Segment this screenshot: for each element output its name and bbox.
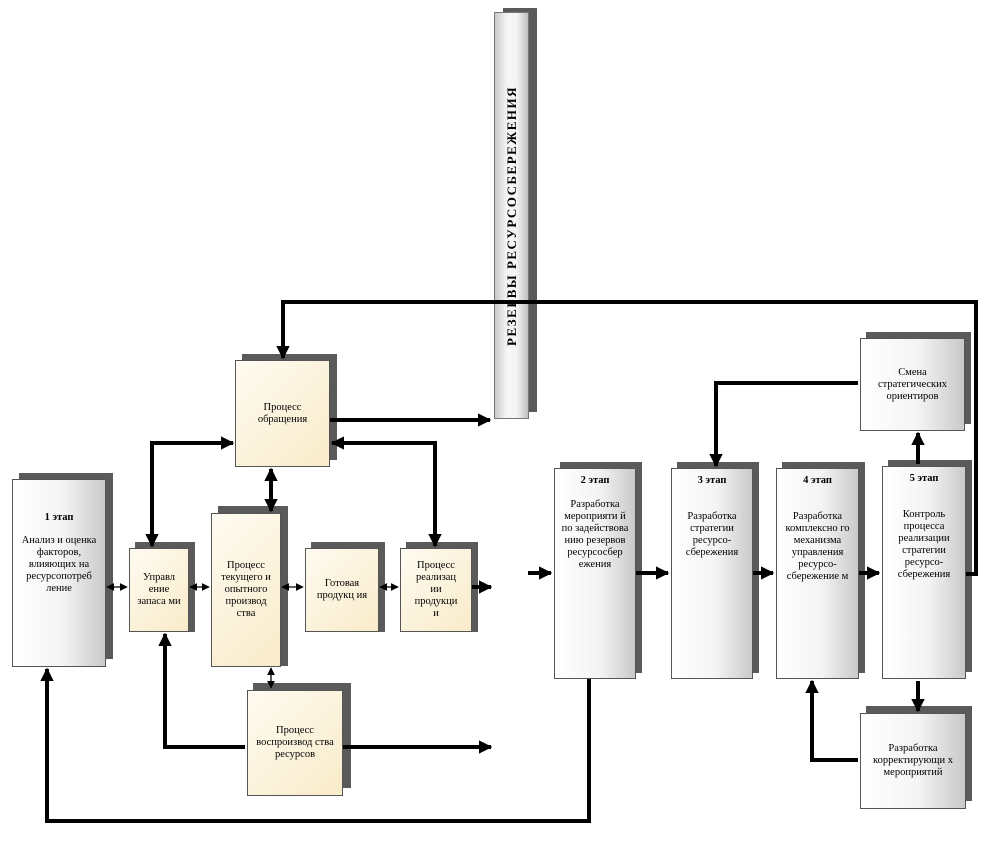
sales-box: Процесс реализац ии продукци и bbox=[400, 548, 472, 632]
corrective-text: Разработка корректирующи х мероприятий bbox=[873, 743, 953, 778]
strategy-change-box: Смена стратегических ориентиров bbox=[860, 338, 965, 431]
stage5-title: 5 этап bbox=[909, 473, 939, 484]
circulation-box: Процесс обращения bbox=[235, 360, 330, 467]
inventory-box: Управл ение запаса ми bbox=[129, 548, 189, 632]
stage4-box: 4 этап Разработка комплексно го механизм… bbox=[776, 468, 859, 679]
arrow-inventory-reproduction bbox=[158, 632, 245, 749]
arrow-corrective-stage4 bbox=[805, 679, 858, 762]
arrow-circulation-sales bbox=[330, 436, 442, 548]
stage2-box: 2 этап Разработка мероприяти й по задейс… bbox=[554, 468, 636, 679]
circulation-text: Процесс обращения bbox=[257, 401, 308, 425]
stage1-title: 1 этап bbox=[44, 512, 74, 523]
arrow-stage2-stage1 bbox=[40, 667, 591, 823]
production-text: Процесс текущего и опытного производ ств… bbox=[221, 560, 271, 619]
strategy-change-text: Смена стратегических ориентиров bbox=[877, 366, 948, 402]
stage3-title: 3 этап bbox=[697, 475, 727, 486]
stage5-box: 5 этап Контроль процесса реализации стра… bbox=[882, 466, 966, 679]
reproduction-box: Процесс воспроизвод ства ресурсов bbox=[247, 690, 343, 796]
finished-goods-text: Готовая продукц ия bbox=[316, 578, 368, 601]
stage1-text: Анализ и оценка факторов, влияющих на ре… bbox=[21, 535, 97, 594]
finished-goods-box: Готовая продукц ия bbox=[305, 548, 379, 632]
stage4-text: Разработка комплексно го механизма управ… bbox=[785, 511, 850, 582]
arrow-strategy-change-stage3 bbox=[709, 381, 858, 468]
stage3-box: 3 этап Разработка стратегии ресурсо-сбер… bbox=[671, 468, 753, 679]
stage2-text: Разработка мероприяти й по задействова н… bbox=[561, 499, 629, 570]
arrow-circulation-inventory bbox=[145, 436, 235, 548]
reproduction-text: Процесс воспроизвод ства ресурсов bbox=[256, 725, 334, 760]
arrow-stage5-to-circulation bbox=[276, 300, 978, 576]
corrective-box: Разработка корректирующи х мероприятий bbox=[860, 713, 966, 809]
stage4-title: 4 этап bbox=[803, 475, 832, 486]
sales-text: Процесс реализац ии продукци и bbox=[414, 560, 458, 619]
inventory-text: Управл ение запаса ми bbox=[137, 572, 181, 607]
stage5-text: Контроль процесса реализации стратегии р… bbox=[897, 509, 951, 580]
reserves-banner: РЕЗЕРВЫ РЕСУРСОСБЕРЕЖЕНИЯ bbox=[494, 12, 529, 419]
stage1-box: 1 этап Анализ и оценка факторов, влияющи… bbox=[12, 479, 106, 667]
stage3-text: Разработка стратегии ресурсо-сбережения bbox=[685, 511, 739, 558]
stage2-title: 2 этап bbox=[580, 475, 610, 486]
